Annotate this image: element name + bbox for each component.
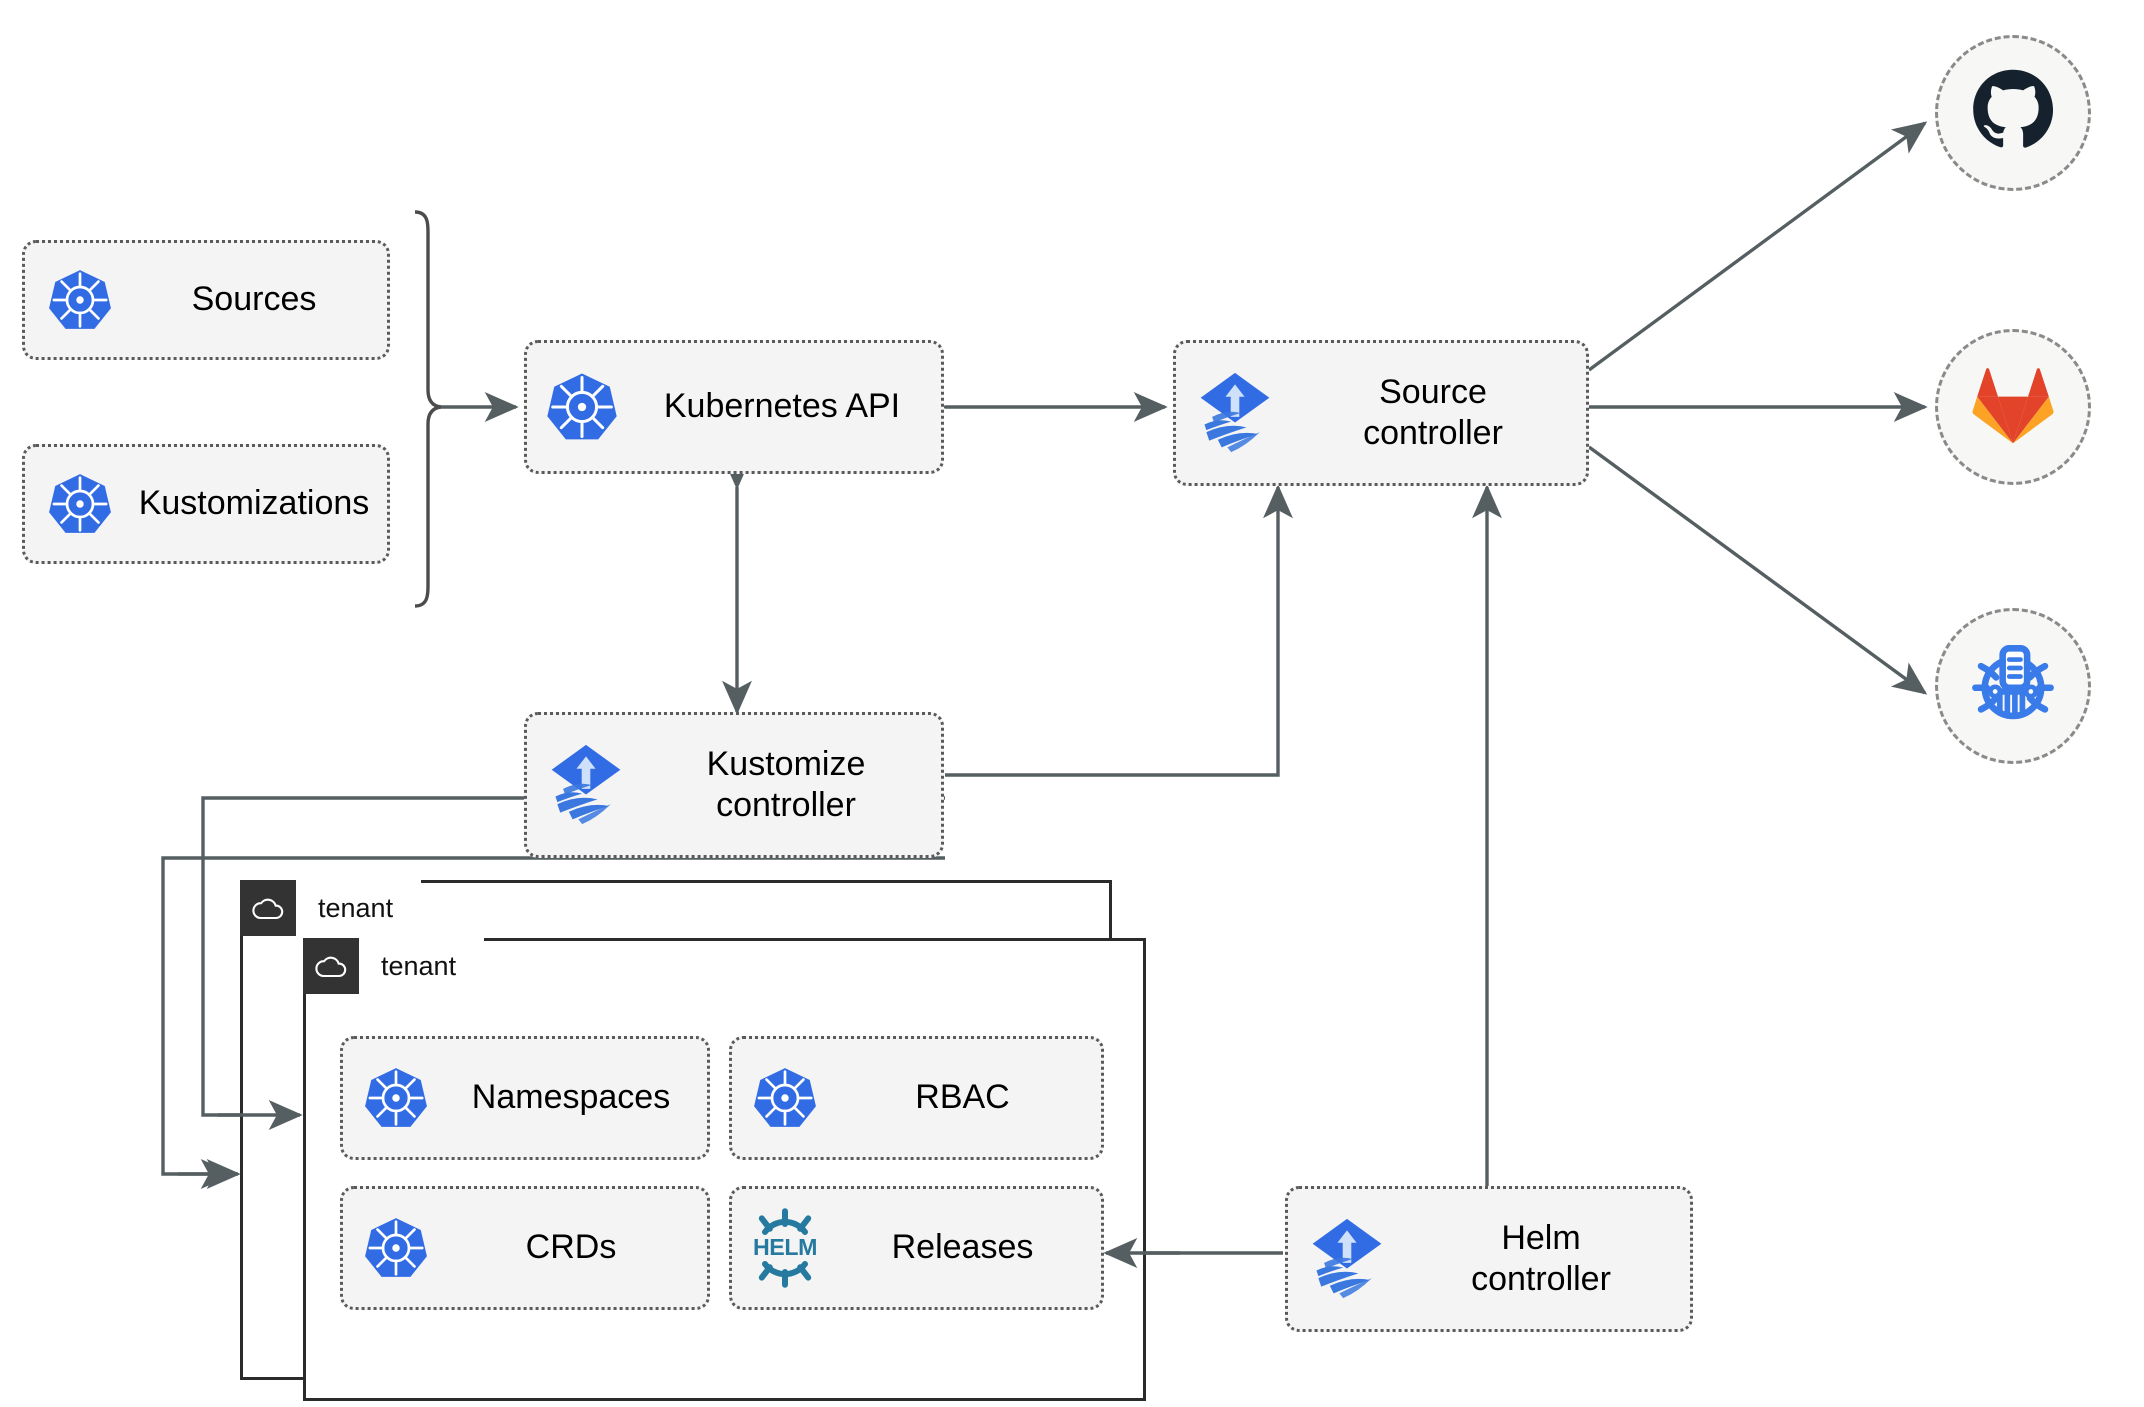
node-label: Releases [891, 1228, 1034, 1267]
kubernetes-icon [25, 471, 135, 537]
flux-icon [1288, 1215, 1406, 1303]
wire-source-controller-to-helm-repository [1587, 445, 1928, 695]
node-label: RBAC [915, 1078, 1010, 1117]
provider-gitlab[interactable] [1935, 329, 2091, 485]
provider-helm-repository[interactable] [1935, 608, 2091, 764]
node-label: Kustomizations [138, 484, 370, 523]
helm-repository-icon [1966, 637, 2060, 736]
flux-icon [1176, 369, 1294, 457]
node-helm-controller[interactable]: Helm controller [1285, 1186, 1693, 1332]
github-icon [1970, 68, 2056, 159]
tenant-title-bar: tenant [240, 880, 422, 936]
node-kustomizations[interactable]: Kustomizations [22, 444, 390, 564]
helm-icon: HELM [732, 1208, 838, 1288]
tenant-window-front[interactable]: tenant [303, 938, 1146, 1401]
kubernetes-icon [343, 1215, 449, 1281]
flux-icon [527, 741, 645, 829]
node-label: CRDs [525, 1228, 617, 1267]
wire-kustomize-controller-to-source-controller [945, 484, 1293, 777]
node-label: Namespaces [471, 1078, 671, 1117]
node-crds[interactable]: CRDs [340, 1186, 710, 1310]
node-kubernetes-api[interactable]: Kubernetes API [524, 340, 944, 474]
node-namespaces[interactable]: Namespaces [340, 1036, 710, 1160]
kubernetes-icon [343, 1065, 449, 1131]
tenant-label: tenant [359, 938, 485, 994]
node-label: Kustomize controller [706, 744, 866, 824]
wire-source-controller-to-github [1587, 121, 1928, 372]
node-releases[interactable]: HELM Releases [729, 1186, 1104, 1310]
gitlab-icon [1971, 365, 2055, 450]
node-rbac[interactable]: RBAC [729, 1036, 1104, 1160]
node-label: Source controller [1363, 372, 1503, 452]
tenant-title-bar: tenant [303, 938, 485, 994]
kubernetes-icon [25, 267, 135, 333]
node-label: Helm controller [1471, 1218, 1611, 1298]
tenant-label: tenant [296, 880, 422, 936]
cloud-icon [240, 880, 296, 936]
kubernetes-icon [527, 370, 637, 444]
node-label: Kubernetes API [663, 387, 901, 426]
provider-github[interactable] [1935, 35, 2091, 191]
cloud-icon [303, 938, 359, 994]
node-source-controller[interactable]: Source controller [1173, 340, 1589, 486]
svg-text:HELM: HELM [753, 1234, 817, 1260]
kubernetes-icon [732, 1065, 838, 1131]
node-label: Sources [191, 280, 317, 319]
node-sources[interactable]: Sources [22, 240, 390, 360]
